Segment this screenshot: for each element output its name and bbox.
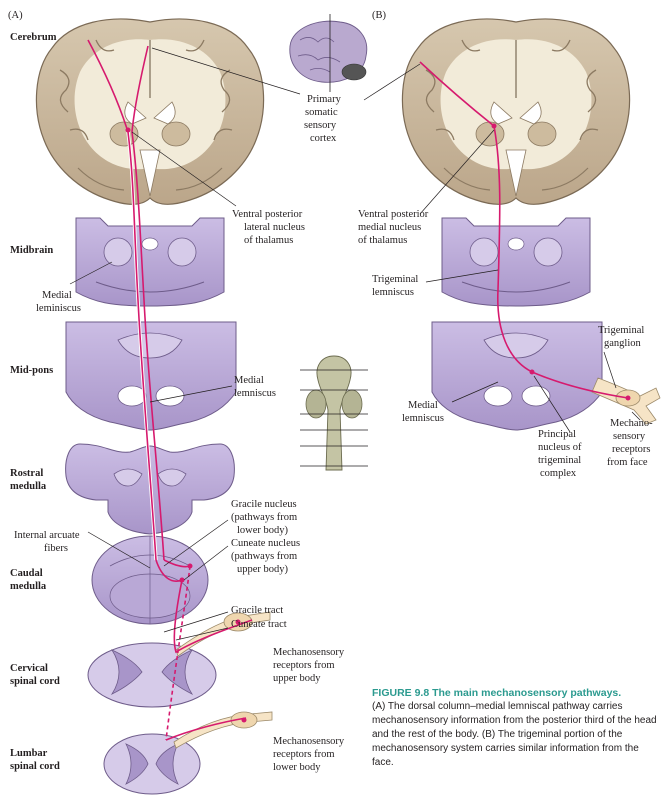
level-caudal-line1: Caudal	[10, 568, 43, 579]
panel-label-a: (A)	[8, 10, 23, 21]
midpons-section-b	[431, 321, 603, 431]
cervical-spinal-cord-section	[87, 642, 217, 708]
level-cervical-line2: spinal cord	[10, 676, 60, 687]
brain-orientation-icon	[289, 14, 368, 92]
brainstem-orientation-icon	[300, 355, 368, 471]
caption-body: (A) The dorsal column–medial lemniscal p…	[372, 701, 657, 768]
level-midpons: Mid-pons	[10, 365, 53, 376]
level-rostral-line2: medulla	[10, 481, 47, 492]
level-cervical: Cervical spinal cord	[10, 663, 60, 687]
label-mechano-face: Mechano- sensory receptors from face	[607, 418, 655, 468]
label-internal-arcuate: Internal arcuate fibers	[14, 530, 82, 554]
level-caudal-line2: medulla	[10, 581, 47, 592]
label-primary-cortex: Primary somatic sensory cortex	[304, 94, 343, 144]
label-mechano-upper-body: Mechanosensory receptors from upper body	[273, 647, 347, 684]
dorsal-column-pathway-a	[87, 39, 253, 741]
label-cuneate-tract: Cuneate tract	[231, 619, 287, 630]
panel-label-b: (B)	[372, 10, 387, 21]
trigeminal-pathway-b	[419, 61, 631, 401]
level-rostral-line1: Rostral	[10, 468, 43, 479]
label-vpl: Ventral posterior lateral nucleus of tha…	[232, 209, 308, 246]
level-lumbar-line2: spinal cord	[10, 761, 60, 772]
label-medial-lemniscus-b: Medial lemniscus	[402, 400, 444, 424]
cerebrum-section-a	[35, 18, 265, 205]
leader-lines-b	[363, 63, 641, 433]
lumbar-spinal-cord-section	[103, 733, 201, 795]
leader-lines-a	[69, 47, 301, 641]
level-lumbar-line1: Lumbar	[10, 748, 48, 759]
figure-caption: FIGURE 9.8 The main mechanosensory pathw…	[372, 686, 662, 770]
level-cervical-line1: Cervical	[10, 663, 48, 674]
midpons-section-a	[65, 321, 237, 431]
level-midbrain: Midbrain	[10, 245, 53, 256]
level-lumbar: Lumbar spinal cord	[10, 748, 60, 772]
cerebrum-section-b	[401, 18, 631, 205]
label-cuneate-nucleus: Cuneate nucleus (pathways from upper bod…	[231, 538, 303, 575]
caudal-medulla-section	[91, 535, 209, 625]
label-trigeminal-lemniscus: Trigeminal lemniscus	[372, 274, 421, 298]
label-medial-lemniscus-pons: Medial lemniscus	[234, 375, 276, 399]
label-medial-lemniscus-midbrain: Medial leminiscus	[36, 290, 81, 314]
label-gracile-nucleus: Gracile nucleus (pathways from lower bod…	[231, 499, 300, 536]
caption-title: FIGURE 9.8 The main mechanosensory pathw…	[372, 687, 622, 699]
lumbar-dorsal-root-ganglion	[173, 711, 273, 749]
midbrain-section-a	[75, 217, 225, 307]
level-rostral-medulla: Rostral medulla	[10, 468, 47, 492]
label-mechano-lower-body: Mechanosensory receptors from lower body	[273, 736, 347, 773]
label-trigeminal-ganglion: Trigeminal ganglion	[598, 325, 647, 349]
label-vpm: Ventral posterior medial nucleus of thal…	[358, 209, 431, 246]
level-caudal-medulla: Caudal medulla	[10, 568, 47, 592]
level-cerebrum: Cerebrum	[10, 32, 57, 43]
midbrain-section-b	[441, 217, 591, 307]
label-gracile-tract: Gracile tract	[231, 605, 283, 616]
label-principal-nucleus: Principal nucleus of trigeminal complex	[538, 429, 584, 479]
